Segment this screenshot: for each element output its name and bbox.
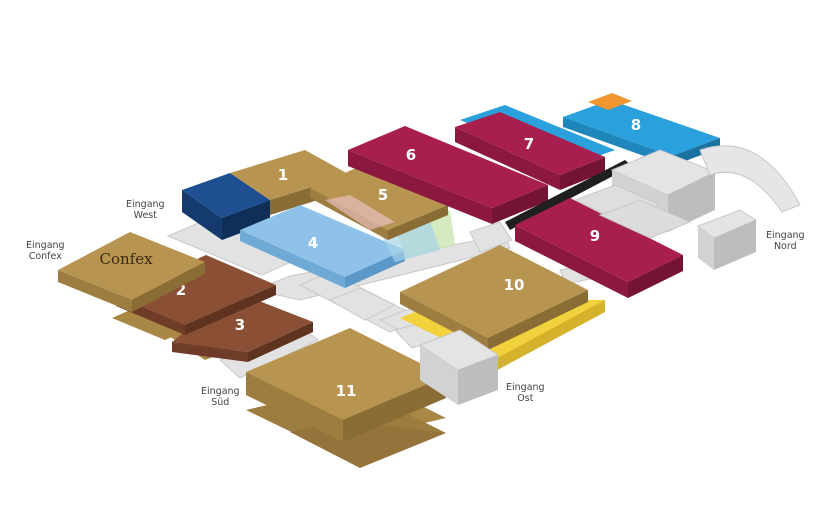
hall-5[interactable]: 5: [310, 162, 448, 240]
entrance-building-nord: [573, 145, 801, 270]
hall-9[interactable]: 9: [515, 198, 683, 298]
connector-bar: [505, 160, 632, 230]
entrance-building-ost: [418, 329, 500, 405]
hall-6[interactable]: 6: [348, 126, 548, 224]
hall-8[interactable]: 8: [563, 93, 720, 166]
hall-4[interactable]: 4: [240, 205, 455, 288]
hall-11[interactable]: 11: [246, 328, 446, 468]
